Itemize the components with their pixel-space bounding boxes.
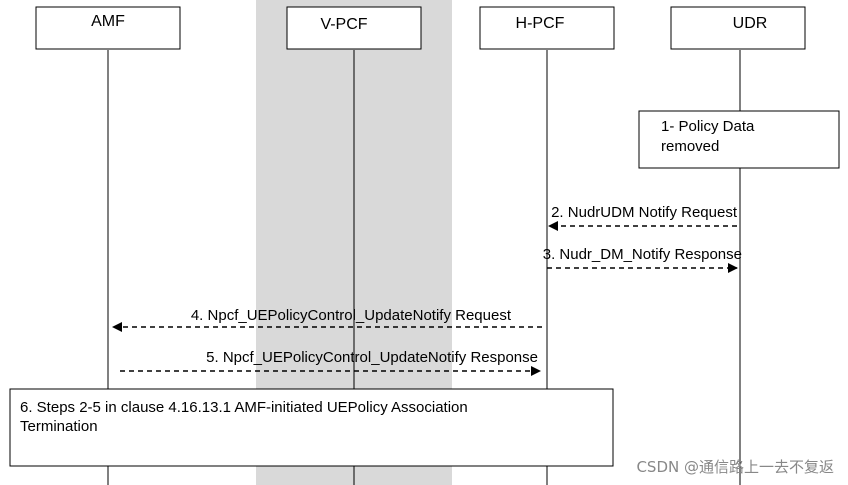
actor-vpcf-label: V-PCF — [320, 16, 367, 33]
note-policy-data-removed: 1- Policy Data removed — [638, 110, 840, 169]
message-2-nudr-notify-request: 2. NudrUDM Notify Request — [548, 204, 738, 231]
note-policy-data-removed-line1: 1- Policy Data — [661, 118, 755, 135]
message-4-updatenotify-request: 4. Npcf_UEPolicyControl_UpdateNotify Req… — [112, 307, 542, 332]
actor-vpcf: V-PCF — [286, 6, 422, 50]
message-5-updatenotify-response: 5. Npcf_UEPolicyControl_UpdateNotify Res… — [120, 349, 541, 376]
message-4-label: 4. Npcf_UEPolicyControl_UpdateNotify Req… — [191, 307, 512, 324]
watermark: CSDN @通信路上一去不复返 — [636, 458, 834, 476]
message-2-label: 2. NudrUDM Notify Request — [551, 204, 738, 221]
note-policy-data-removed-line2: removed — [661, 138, 719, 155]
note-termination-line2: Termination — [20, 418, 98, 435]
message-3-nudr-notify-response: 3. Nudr_DM_Notify Response — [543, 246, 742, 273]
message-5-label: 5. Npcf_UEPolicyControl_UpdateNotify Res… — [206, 349, 538, 366]
actor-amf: AMF — [35, 6, 181, 50]
note-termination: 6. Steps 2-5 in clause 4.16.13.1 AMF-ini… — [9, 388, 614, 467]
actor-amf-label: AMF — [91, 13, 125, 30]
actor-hpcf: H-PCF — [479, 6, 615, 50]
actor-udr-label: UDR — [733, 15, 768, 32]
message-3-label: 3. Nudr_DM_Notify Response — [543, 246, 742, 263]
actor-hpcf-label: H-PCF — [516, 15, 565, 32]
actor-udr: UDR — [670, 6, 806, 50]
note-termination-line1: 6. Steps 2-5 in clause 4.16.13.1 AMF-ini… — [20, 399, 468, 416]
